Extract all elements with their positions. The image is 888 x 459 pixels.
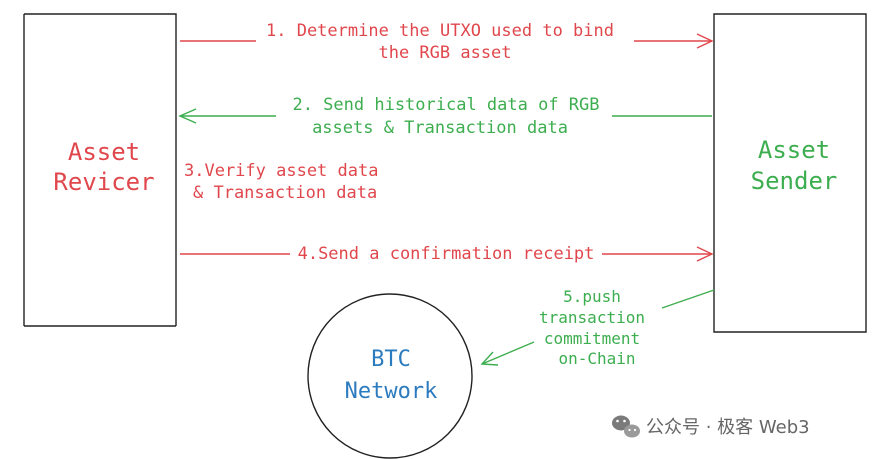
step5-label: 5.push transaction commitment on-Chain: [539, 287, 645, 368]
svg-text:transaction: transaction: [539, 308, 645, 327]
step4-arrow: [180, 246, 714, 262]
svg-text:commitment: commitment: [544, 329, 640, 348]
step1-arrow: [180, 33, 714, 49]
step2-arrow: [178, 108, 712, 124]
svg-text:4.Send a confirmation receipt: 4.Send a confirmation receipt: [298, 244, 595, 264]
step1-arrowhead: [696, 33, 714, 49]
watermark: 公众号 · 极客 Web3: [612, 415, 810, 438]
btc-network-label-line2: Network: [345, 379, 438, 404]
btc-network-circle: [307, 293, 473, 459]
svg-text:5.push: 5.push: [563, 287, 621, 306]
asset-sender-node: Asset Sender: [713, 13, 867, 333]
step5-arrowhead: [480, 351, 499, 366]
svg-text:the RGB asset: the RGB asset: [378, 43, 511, 63]
asset-receiver-label-line2: Revicer: [53, 168, 154, 196]
asset-receiver-label-line1: Asset: [68, 138, 140, 166]
asset-sender-box: [713, 13, 867, 333]
step2-label: 2. Send historical data of RGB assets & …: [292, 95, 599, 138]
asset-receiver-node: Asset Revicer: [23, 13, 177, 327]
step5-arrow: [480, 289, 715, 366]
step1-label: 1. Determine the UTXO used to bind the R…: [266, 21, 614, 63]
asset-receiver-box: [23, 13, 177, 327]
svg-text:3.Verify asset data: 3.Verify asset data: [184, 161, 378, 181]
asset-sender-label-line1: Asset: [758, 136, 830, 164]
svg-text:assets & Transaction data: assets & Transaction data: [312, 118, 568, 138]
svg-text:on-Chain: on-Chain: [558, 349, 635, 368]
svg-text:& Transaction data: & Transaction data: [193, 183, 377, 203]
svg-text:2. Send historical data of RGB: 2. Send historical data of RGB: [292, 95, 599, 115]
btc-network-label-line1: BTC: [371, 347, 411, 372]
btc-network-node: BTC Network: [307, 293, 473, 459]
wechat-icon: [612, 415, 640, 438]
watermark-text: 公众号 · 极客 Web3: [646, 417, 810, 438]
asset-sender-label-line2: Sender: [751, 167, 838, 195]
step4-label: 4.Send a confirmation receipt: [298, 244, 595, 264]
step2-arrowhead: [178, 108, 197, 124]
step4-arrowhead: [696, 246, 714, 262]
step3-label: 3.Verify asset data & Transaction data: [184, 161, 378, 203]
svg-text:1. Determine the UTXO used to: 1. Determine the UTXO used to bind: [266, 21, 614, 41]
